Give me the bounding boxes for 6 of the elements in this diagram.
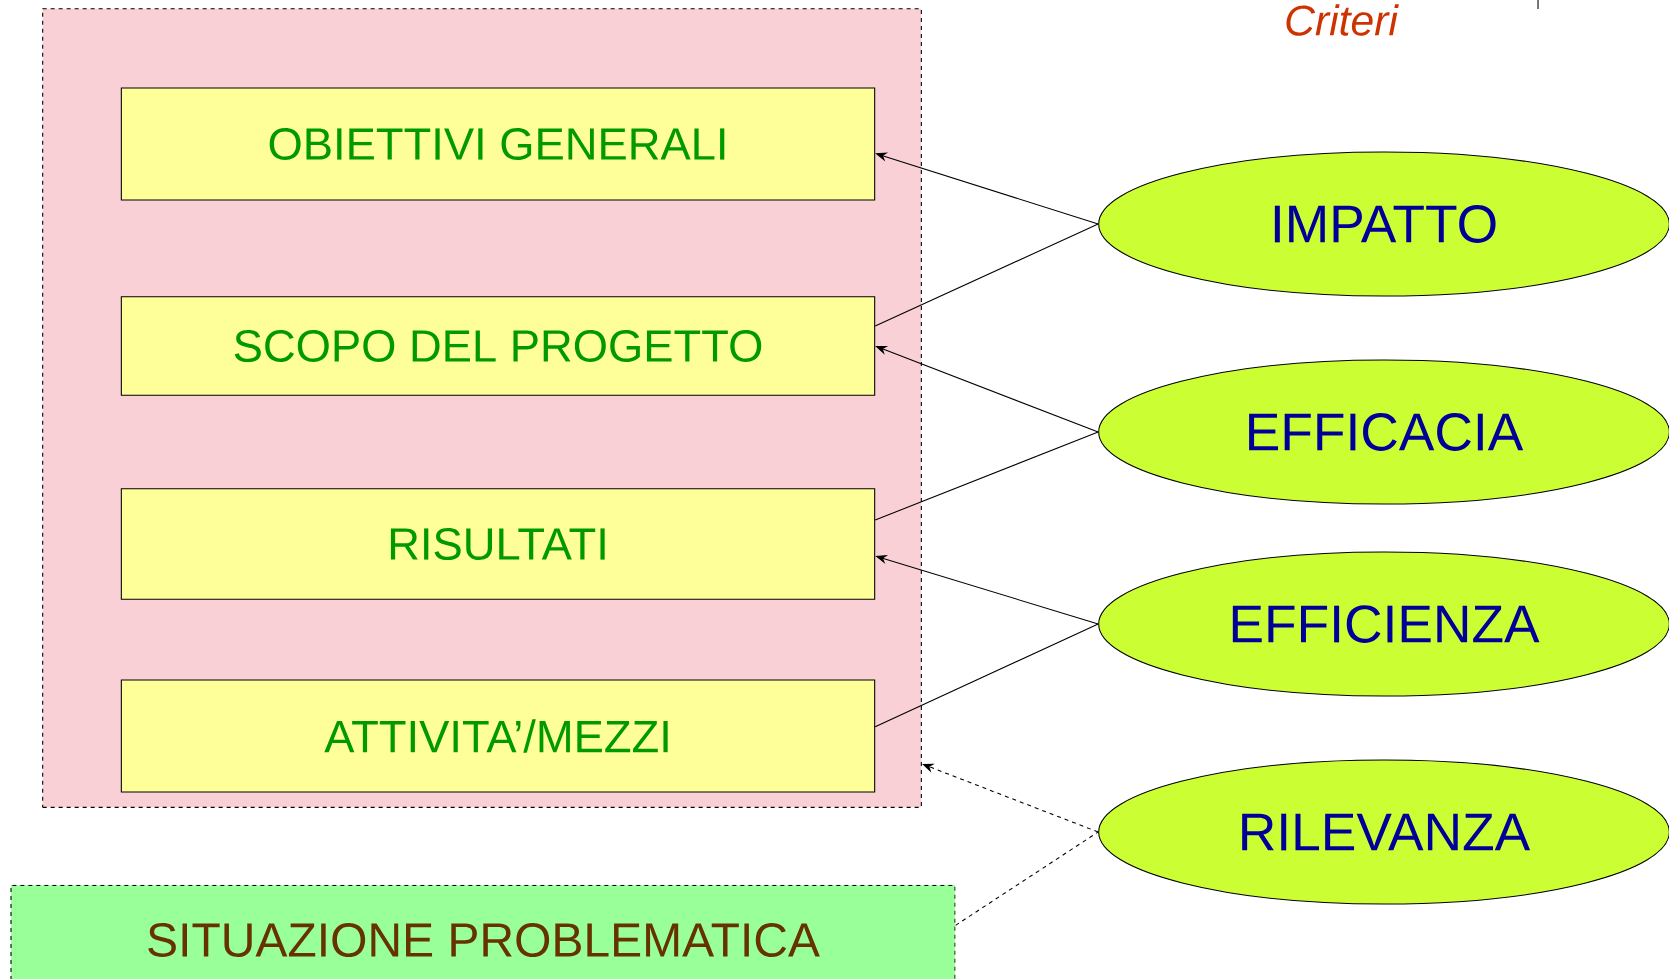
level-box: OBIETTIVI GENERALI: [120, 87, 876, 201]
level-box: RISULTATI: [120, 488, 876, 600]
level-box: SCOPO DEL PROGETTO: [120, 296, 876, 396]
heading-text: Criteri: [1286, 4, 1399, 36]
level-box: ATTIVITA’/MEZZI: [120, 679, 876, 793]
dashed-box: SITUAZIONE PROBLEMATICA: [10, 884, 956, 979]
